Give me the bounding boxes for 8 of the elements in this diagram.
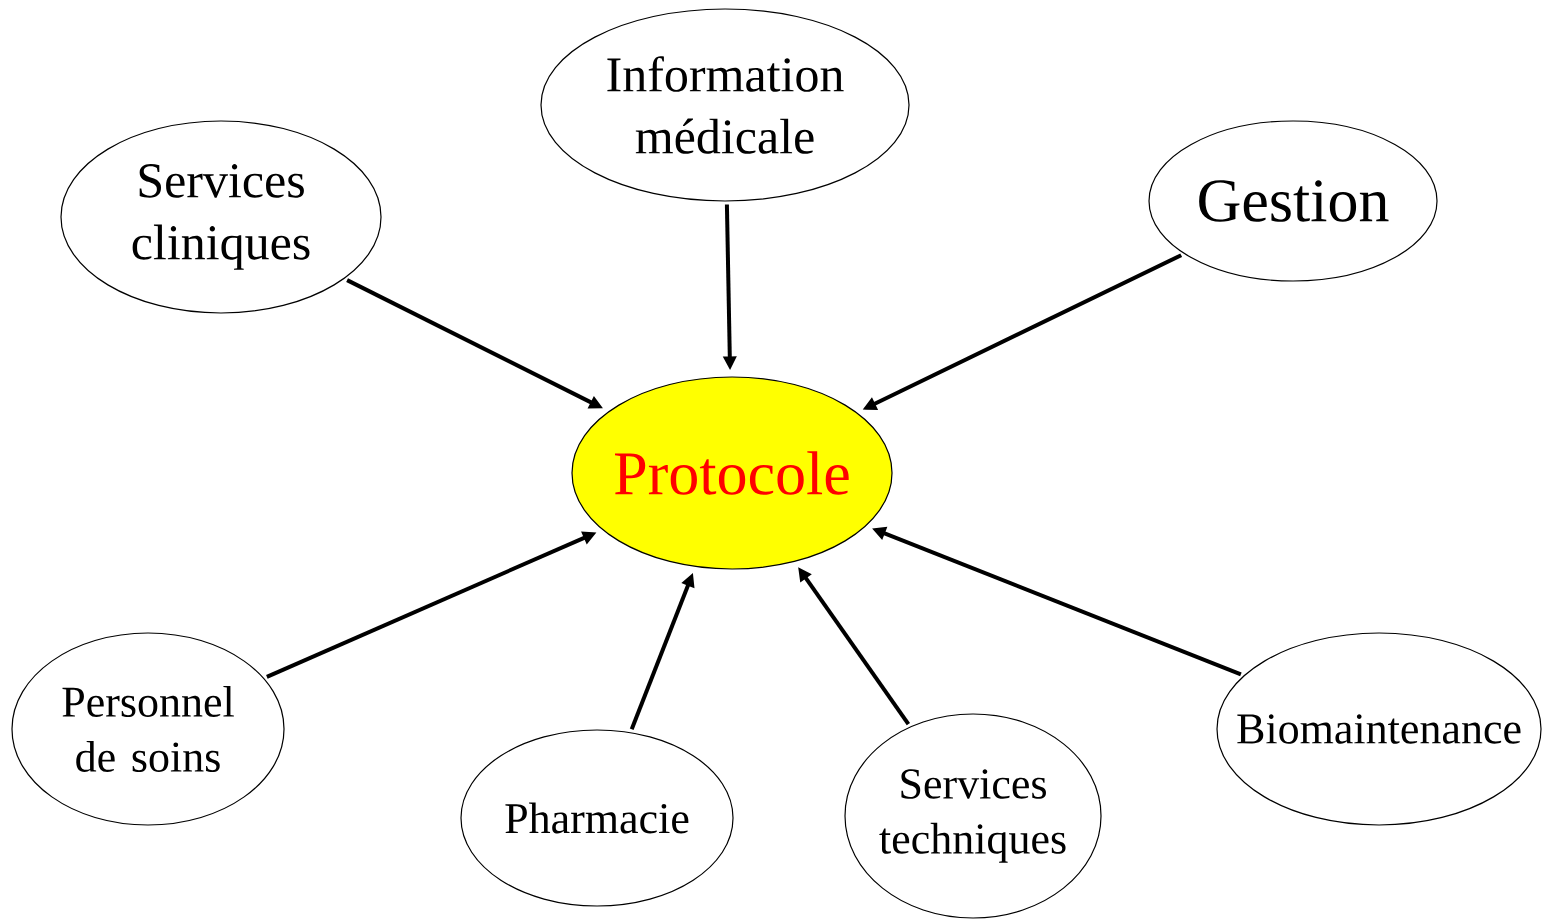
ellipse-node: Services cliniques [60,120,382,314]
ellipse-node: Gestion [1148,120,1438,282]
ellipse-node: Biomaintenance [1216,632,1542,826]
ellipse-node: Pharmacie [460,729,734,907]
ellipse-node: Personnel de soins [11,632,285,826]
ellipse-node: Protocole [571,376,893,570]
ellipse-node: Services techniques [844,713,1102,919]
ellipse-node: Information médicale [540,8,910,202]
